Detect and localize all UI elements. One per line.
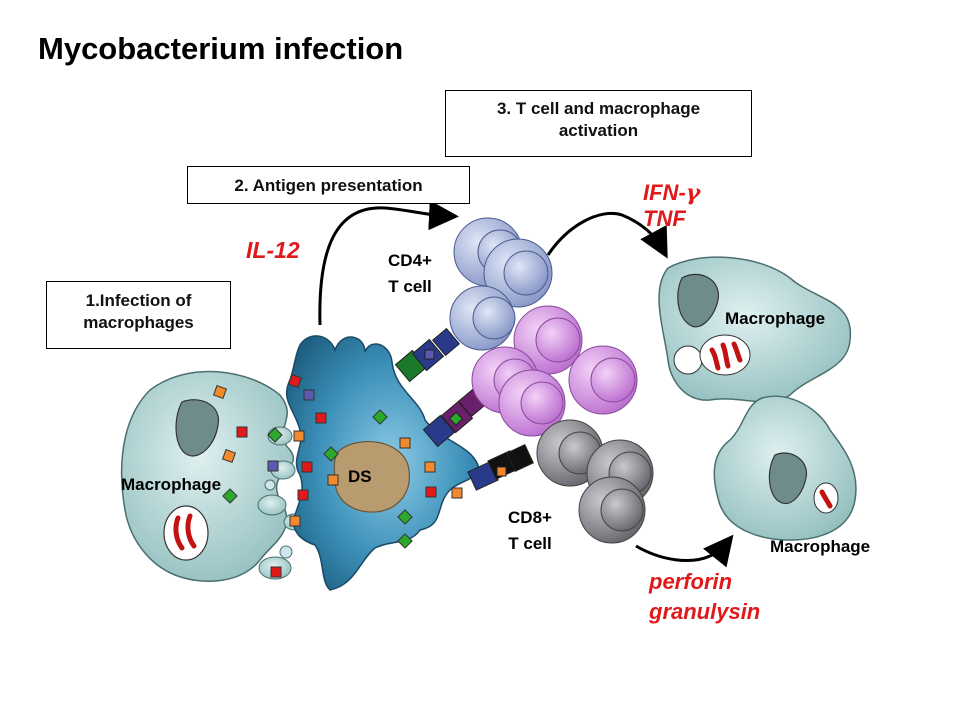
cd8-line2: T cell (508, 534, 552, 554)
step-box-activation: 3. T cell and macrophage activation (445, 90, 752, 157)
cd4-line1: CD4+ (388, 251, 432, 270)
step1-line1: 1.Infection of (85, 291, 192, 310)
left-macrophage-label: Macrophage (121, 475, 222, 494)
dendritic-cell (285, 335, 479, 591)
bottom-right-macrophage-label: Macrophage (770, 537, 871, 556)
page-title: Mycobacterium infection (38, 31, 404, 66)
antigen-squares (212, 373, 463, 578)
step-box-infection: 1.Infection of macrophages (46, 281, 231, 349)
ifn-prefix: IFN- (643, 180, 686, 205)
antigen-presentation-arrow (318, 200, 459, 326)
cd4-t-cell-label: CD4+ T cell (370, 251, 450, 298)
step2-label: 2. Antigen presentation (234, 176, 423, 195)
cd8-t-cell-label: CD8+ T cell (490, 508, 570, 555)
il12-label: IL-12 (246, 237, 300, 263)
step3-line1: 3. T cell and macrophage (496, 99, 701, 118)
cytotoxic-arrow (635, 534, 734, 568)
granulysin-label: granulysin (649, 599, 761, 624)
receptor-connectors (394, 327, 534, 491)
gamma-symbol: γ (685, 180, 701, 206)
bottom-right-macrophage-cell (713, 395, 857, 541)
perforin-label: perforin (649, 569, 733, 594)
top-right-macrophage-cell (658, 256, 852, 403)
step-box-antigen-presentation: 2. Antigen presentation (187, 166, 470, 204)
step1-line2: macrophages (83, 313, 194, 333)
activation-arrow (546, 212, 668, 259)
cd8-t-cells (536, 419, 654, 544)
cd8-line1: CD8+ (508, 508, 552, 527)
ifn-gamma-label: IFN-γ (643, 180, 700, 206)
top-right-macrophage-label: Macrophage (725, 309, 826, 328)
cd4-t-cells (449, 217, 553, 351)
tnf-label: TNF (643, 206, 686, 231)
dendritic-cell-label: DS (348, 467, 372, 486)
step3-line2: activation (558, 121, 639, 141)
cd4-line2: T cell (388, 277, 432, 297)
helper-t-cells (471, 305, 638, 437)
